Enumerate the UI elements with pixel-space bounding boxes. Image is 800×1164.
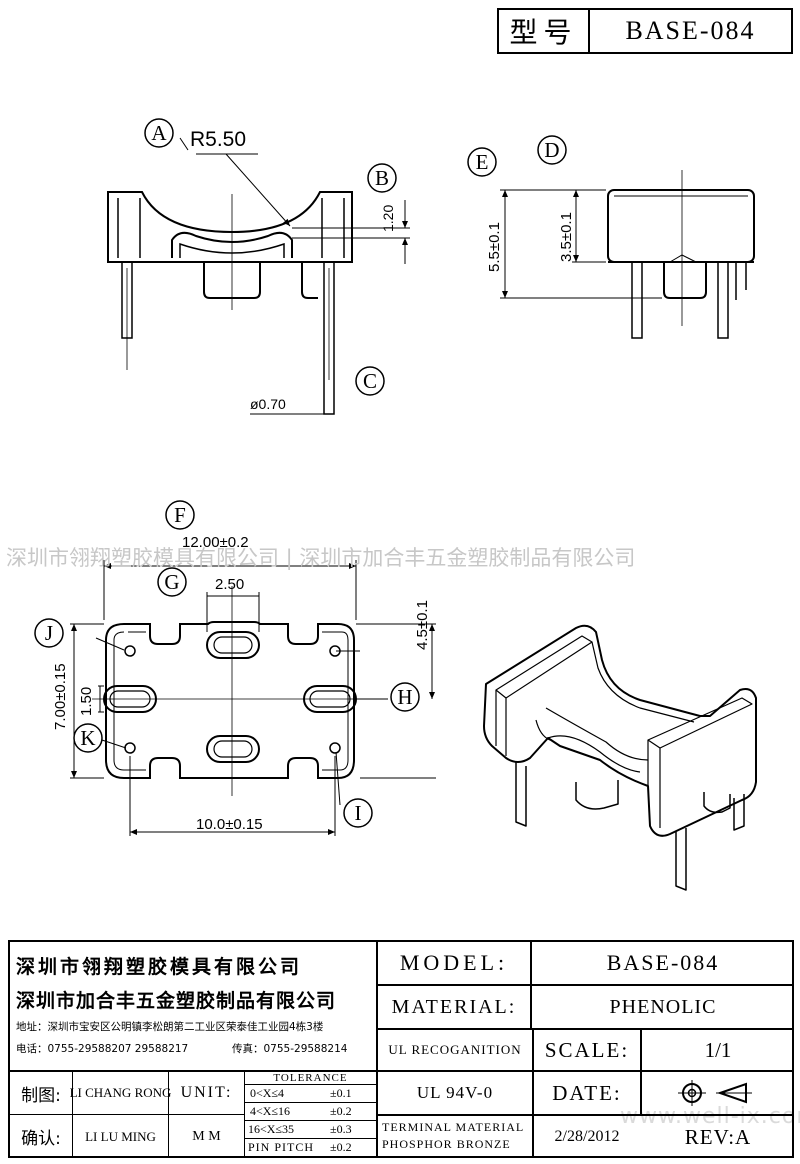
- revision: REV:A: [684, 1124, 752, 1149]
- scale-label: SCALE:: [544, 1037, 630, 1062]
- callout-e: E: [475, 149, 489, 174]
- header-box: [497, 8, 793, 54]
- callout-b: B: [374, 165, 389, 190]
- drawn-name: LI CHANG RONG: [69, 1085, 172, 1100]
- tolerance-range-1: 0<X≤4: [250, 1086, 285, 1100]
- date-label: DATE:: [552, 1080, 622, 1105]
- callout-a: A: [151, 120, 167, 145]
- company-fax: 传真：0755-29588214: [232, 1043, 348, 1055]
- dim-height-body: 3.5±0.1: [558, 212, 575, 262]
- header-model-label: 型号: [509, 18, 578, 49]
- watermark-site: www.well-ix.com: [620, 1104, 800, 1129]
- ul-value: UL 94V-0: [416, 1083, 494, 1102]
- unit-value: M M: [192, 1128, 221, 1144]
- tolerance-value-2: ±0.2: [330, 1104, 352, 1118]
- tolerance-range-3: 16<X≤35: [248, 1122, 295, 1136]
- dim-half-depth: 4.5±0.1: [414, 600, 431, 650]
- top-view: [103, 621, 357, 779]
- projection-symbol-icon: [678, 1080, 752, 1106]
- tolerance-range-2: 4<X≤16: [250, 1104, 291, 1118]
- tolerance-value-4: ±0.2: [330, 1140, 352, 1154]
- isometric-view: [483, 624, 757, 891]
- terminal-material-label: TERMINAL MATERIAL: [382, 1120, 525, 1134]
- tolerance-value-1: ±0.1: [330, 1086, 352, 1100]
- front-view: [107, 191, 353, 415]
- material-label: MATERIAL:: [391, 995, 517, 1018]
- callout-f: F: [174, 502, 186, 527]
- company-address: 地址：深圳市宝安区公明镇李松朗第二工业区荣泰佳工业园4栋3楼: [16, 1021, 324, 1033]
- side-view: [607, 189, 755, 339]
- company-name-1: 深圳市翎翔塑胶模具有限公司: [16, 956, 303, 978]
- material-value: PHENOLIC: [609, 995, 717, 1018]
- callout-d: D: [544, 137, 560, 162]
- model-label: MODEL:: [399, 950, 509, 975]
- dim-width: 12.00±0.2: [182, 534, 249, 551]
- company-name-2: 深圳市加合丰五金塑胶制品有限公司: [16, 990, 337, 1012]
- dim-depth: 7.00±0.15: [52, 663, 69, 730]
- unit-label: UNIT:: [180, 1084, 233, 1101]
- check-name: LI LU MING: [85, 1128, 156, 1144]
- terminal-material-value: PHOSPHOR BRONZE: [382, 1137, 511, 1151]
- drawn-label: 制图:: [21, 1085, 61, 1106]
- dim-radius: R5.50: [190, 128, 247, 151]
- technical-drawing: [34, 118, 757, 891]
- title-block: [8, 940, 794, 1158]
- watermark-company-banner: 深圳市翎翔塑胶模具有限公司 | 深圳市加合丰五金塑胶制品有限公司: [6, 546, 636, 570]
- scale-value: 1/1: [704, 1037, 732, 1062]
- header-model-value: BASE-084: [625, 16, 756, 45]
- dim-slot-pitch: 2.50: [215, 576, 245, 593]
- tolerance-title: TOLERANCE: [273, 1071, 348, 1084]
- dim-thickness: 1.20: [380, 204, 396, 232]
- callout-c: C: [362, 368, 377, 393]
- company-phone: 电话：0755-29588207 29588217: [16, 1043, 189, 1055]
- date-value: 2/28/2012: [554, 1128, 620, 1145]
- callout-g: G: [164, 569, 180, 594]
- dim-pin-dia: ø0.70: [250, 396, 286, 412]
- check-label: 确认:: [21, 1129, 61, 1149]
- dim-pin-span: 10.0±0.15: [196, 816, 263, 833]
- tolerance-range-4: PIN PITCH: [248, 1140, 315, 1154]
- callout-j: J: [44, 620, 54, 645]
- callout-h: H: [397, 684, 413, 709]
- model-value: BASE-084: [606, 950, 720, 975]
- ul-label: UL RECOGANITION: [388, 1042, 522, 1057]
- header-divider: [588, 8, 590, 54]
- dim-slot-width: 1.50: [78, 686, 95, 716]
- tolerance-value-3: ±0.3: [330, 1122, 352, 1136]
- callout-k: K: [80, 725, 96, 750]
- dim-height-total: 5.5±0.1: [486, 222, 503, 272]
- callout-i: I: [354, 800, 362, 825]
